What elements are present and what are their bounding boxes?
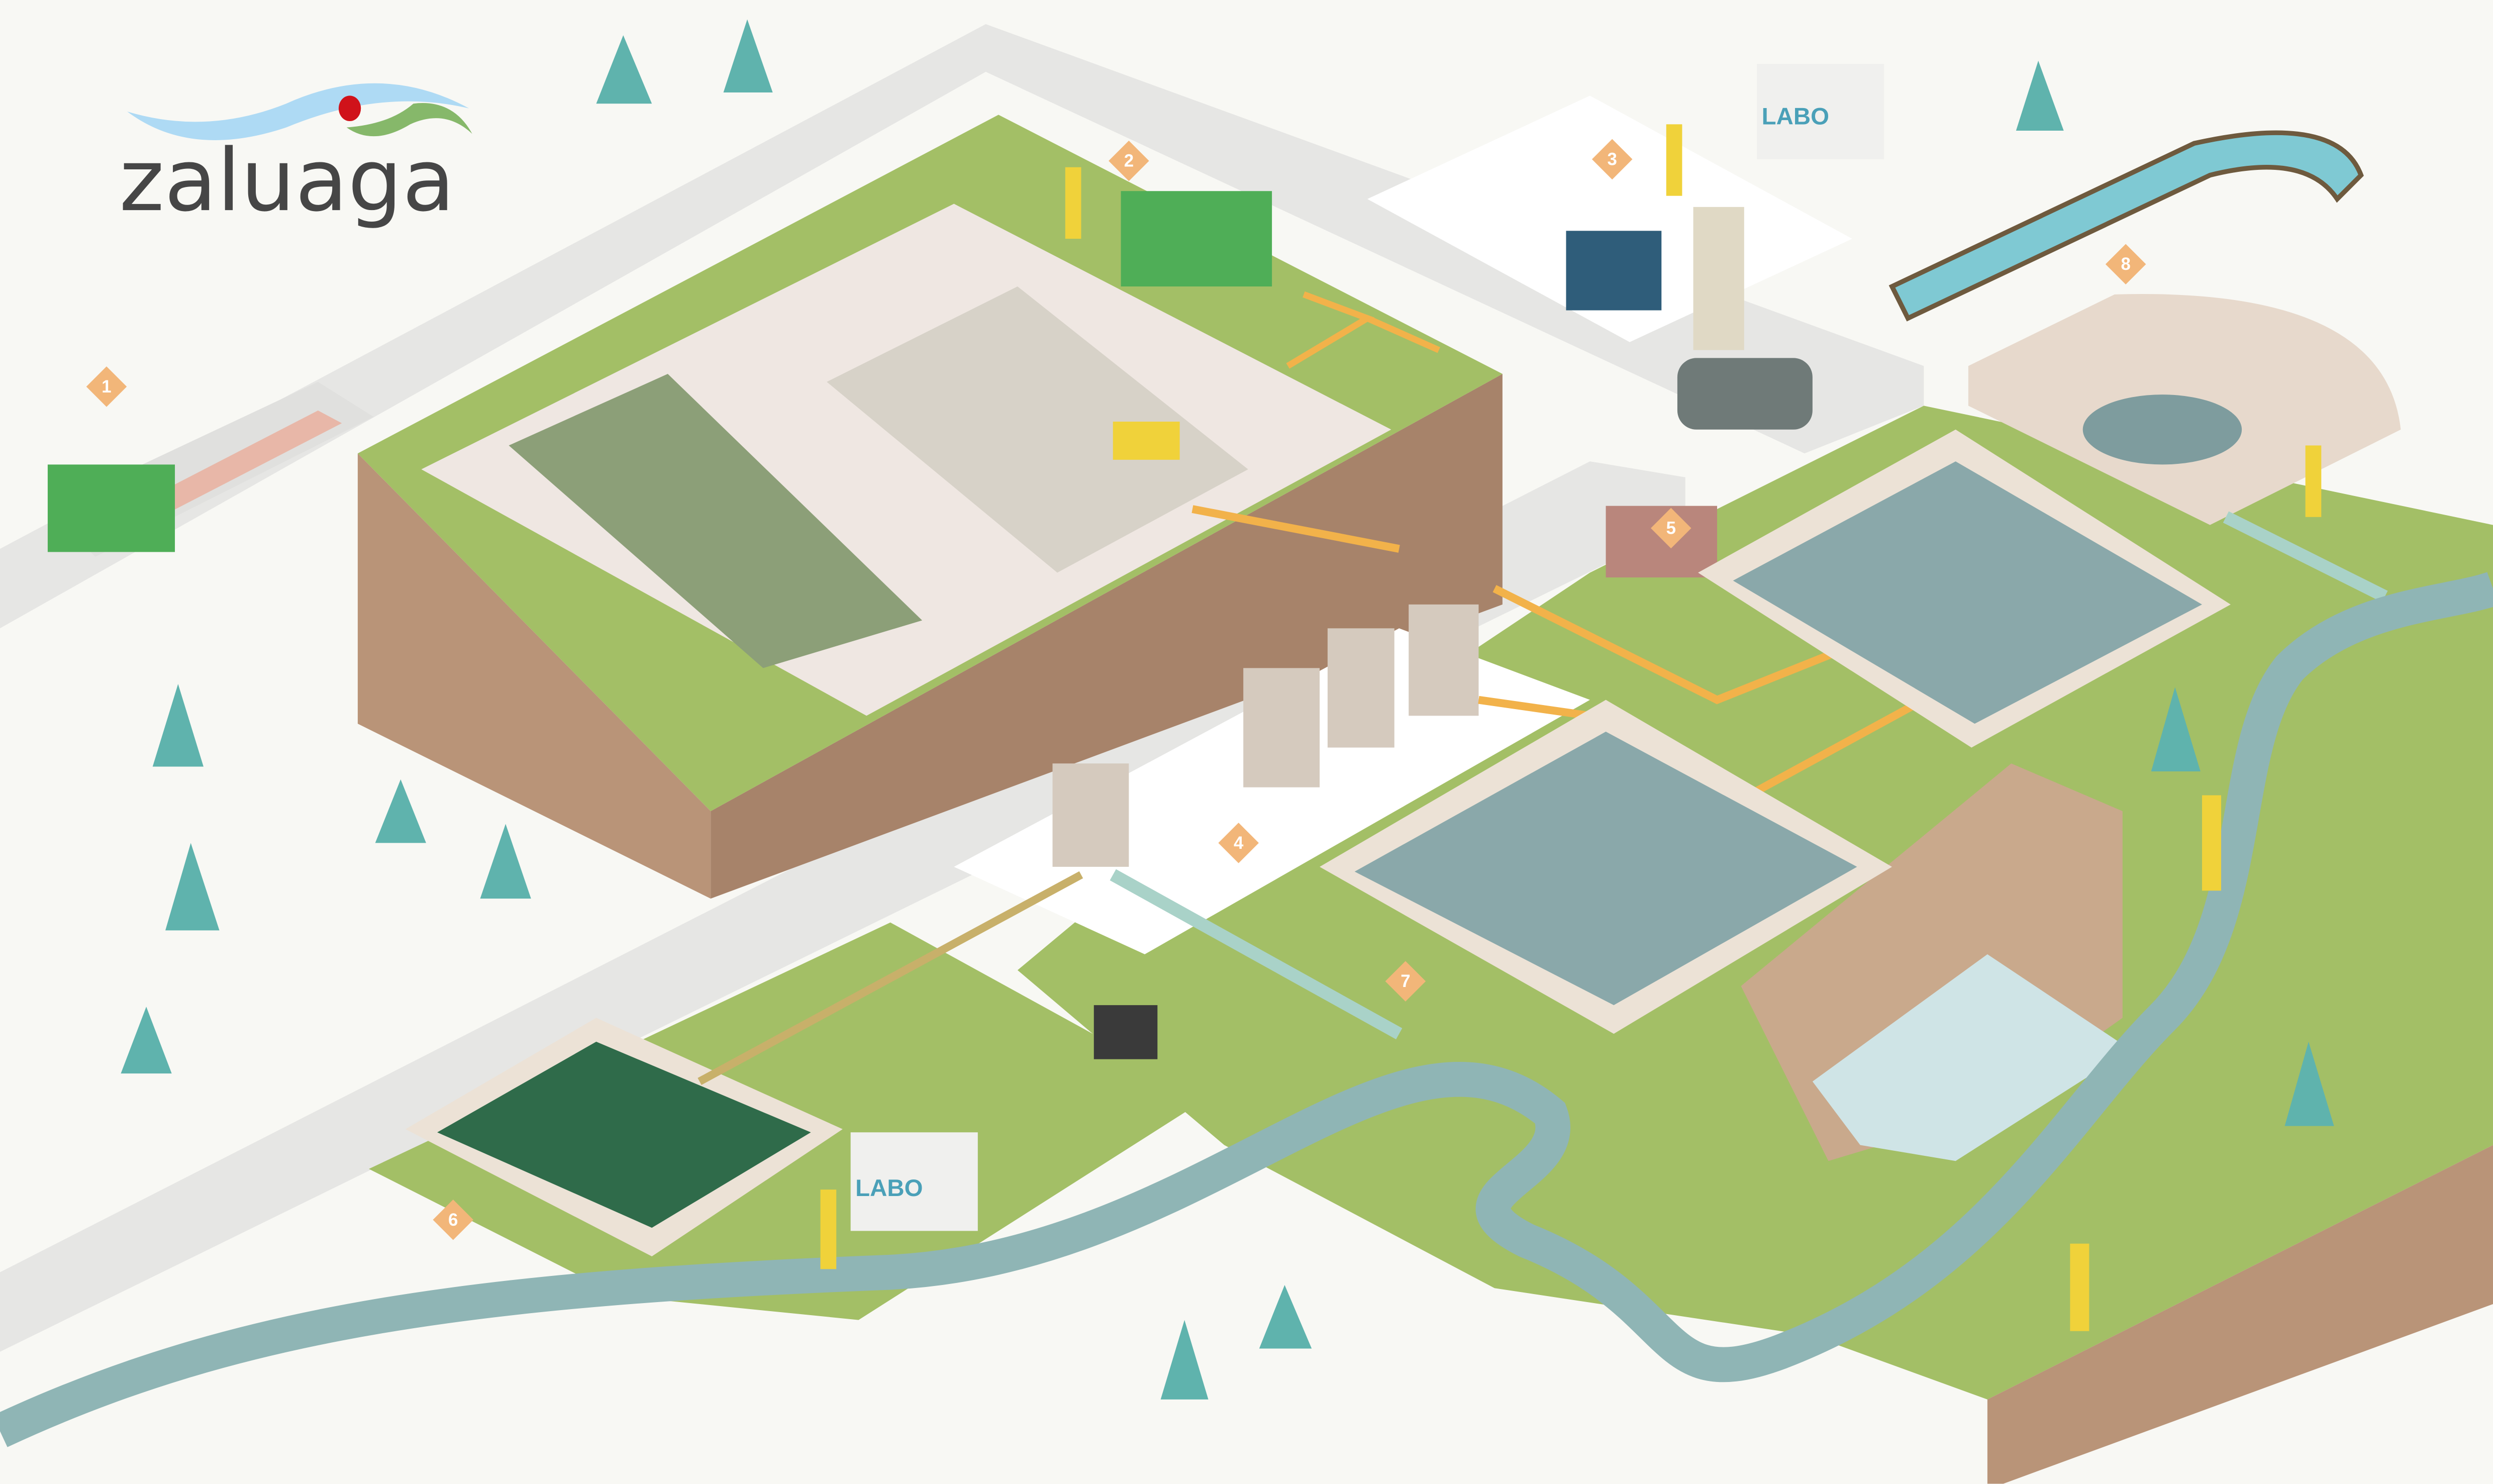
gas-pipe [1286, 291, 1440, 369]
logo-dot [338, 95, 361, 121]
logo-text: zaluaga [119, 131, 455, 231]
tree [1259, 1284, 1312, 1349]
tree [165, 843, 220, 931]
reed-bed-water [437, 1041, 811, 1228]
logo: zaluaga [119, 83, 472, 231]
tank-4 [1409, 604, 1479, 716]
labo-label-top: LABO [1762, 103, 1829, 130]
green-truck-landfill [1121, 191, 1272, 287]
tank-1 [1052, 763, 1129, 867]
worker [2202, 795, 2221, 891]
logo-hill [346, 103, 472, 137]
labo-truck-top: LABO [1757, 64, 1884, 159]
marker-5[interactable]: 5 [1650, 508, 1691, 549]
landfill-left-face [357, 453, 711, 899]
river [0, 572, 2493, 1447]
marker-2[interactable]: 2 [1109, 140, 1149, 181]
road-stripe [127, 410, 342, 522]
marker-label: 6 [448, 1210, 458, 1230]
waste-platform [827, 286, 1248, 573]
green-truck-entry [47, 464, 175, 552]
tank-2 [1243, 668, 1320, 787]
pool-north-water [1733, 461, 2203, 724]
tree [152, 684, 204, 767]
worker [1666, 124, 1682, 196]
pump-station [1606, 506, 1718, 578]
landfill-right-face [711, 374, 1503, 899]
marker-label: 5 [1666, 518, 1676, 538]
tank-3 [1327, 628, 1394, 748]
landfill-liner [509, 374, 923, 668]
marker-label: 7 [1401, 971, 1410, 991]
silo [1693, 207, 1744, 350]
biogas-engines [1566, 231, 1662, 311]
marker-7[interactable]: 7 [1385, 961, 1426, 1002]
pool-south-water [1354, 731, 1857, 1006]
leachate-pipe [1478, 585, 1926, 799]
workers [820, 124, 2322, 1331]
storage-basin-water [2082, 394, 2242, 465]
worker [820, 1190, 837, 1269]
outflow-pipe [1110, 511, 2388, 1040]
marker-1[interactable]: 1 [86, 366, 127, 407]
marker-label: 1 [102, 377, 111, 397]
labo-label-bottom: LABO [855, 1175, 923, 1202]
labo-truck-bottom: LABO [850, 1132, 978, 1231]
worker [2305, 445, 2322, 517]
tree [375, 779, 426, 843]
cliff-south [1987, 1145, 2493, 1484]
trees [121, 19, 2334, 1400]
compactor [1113, 421, 1180, 460]
marker-label: 2 [1124, 151, 1134, 171]
excavation-water [1812, 954, 2131, 1161]
worker [2070, 1243, 2089, 1331]
marker-label: 8 [2121, 254, 2130, 274]
marker-8[interactable]: 8 [2105, 244, 2146, 285]
tree [121, 1007, 172, 1074]
logo-wave [127, 83, 469, 140]
tree [480, 824, 531, 899]
tanker-truck [1677, 358, 1813, 430]
tree [2284, 1041, 2334, 1126]
marker-label: 4 [1234, 833, 1244, 853]
monitor-terminal [1093, 1005, 1158, 1059]
tree [1160, 1320, 1209, 1400]
tree [2016, 60, 2064, 131]
sludge-pipe [697, 871, 1083, 1085]
marker-label: 3 [1608, 149, 1617, 169]
tree [2151, 687, 2201, 772]
road-upper [0, 24, 1924, 629]
tree [723, 19, 773, 93]
tree [596, 35, 652, 104]
channel-top [1888, 130, 2364, 322]
landfill-pit [421, 204, 1391, 716]
worker [1065, 167, 1081, 239]
collector-pipe [1191, 505, 1400, 553]
